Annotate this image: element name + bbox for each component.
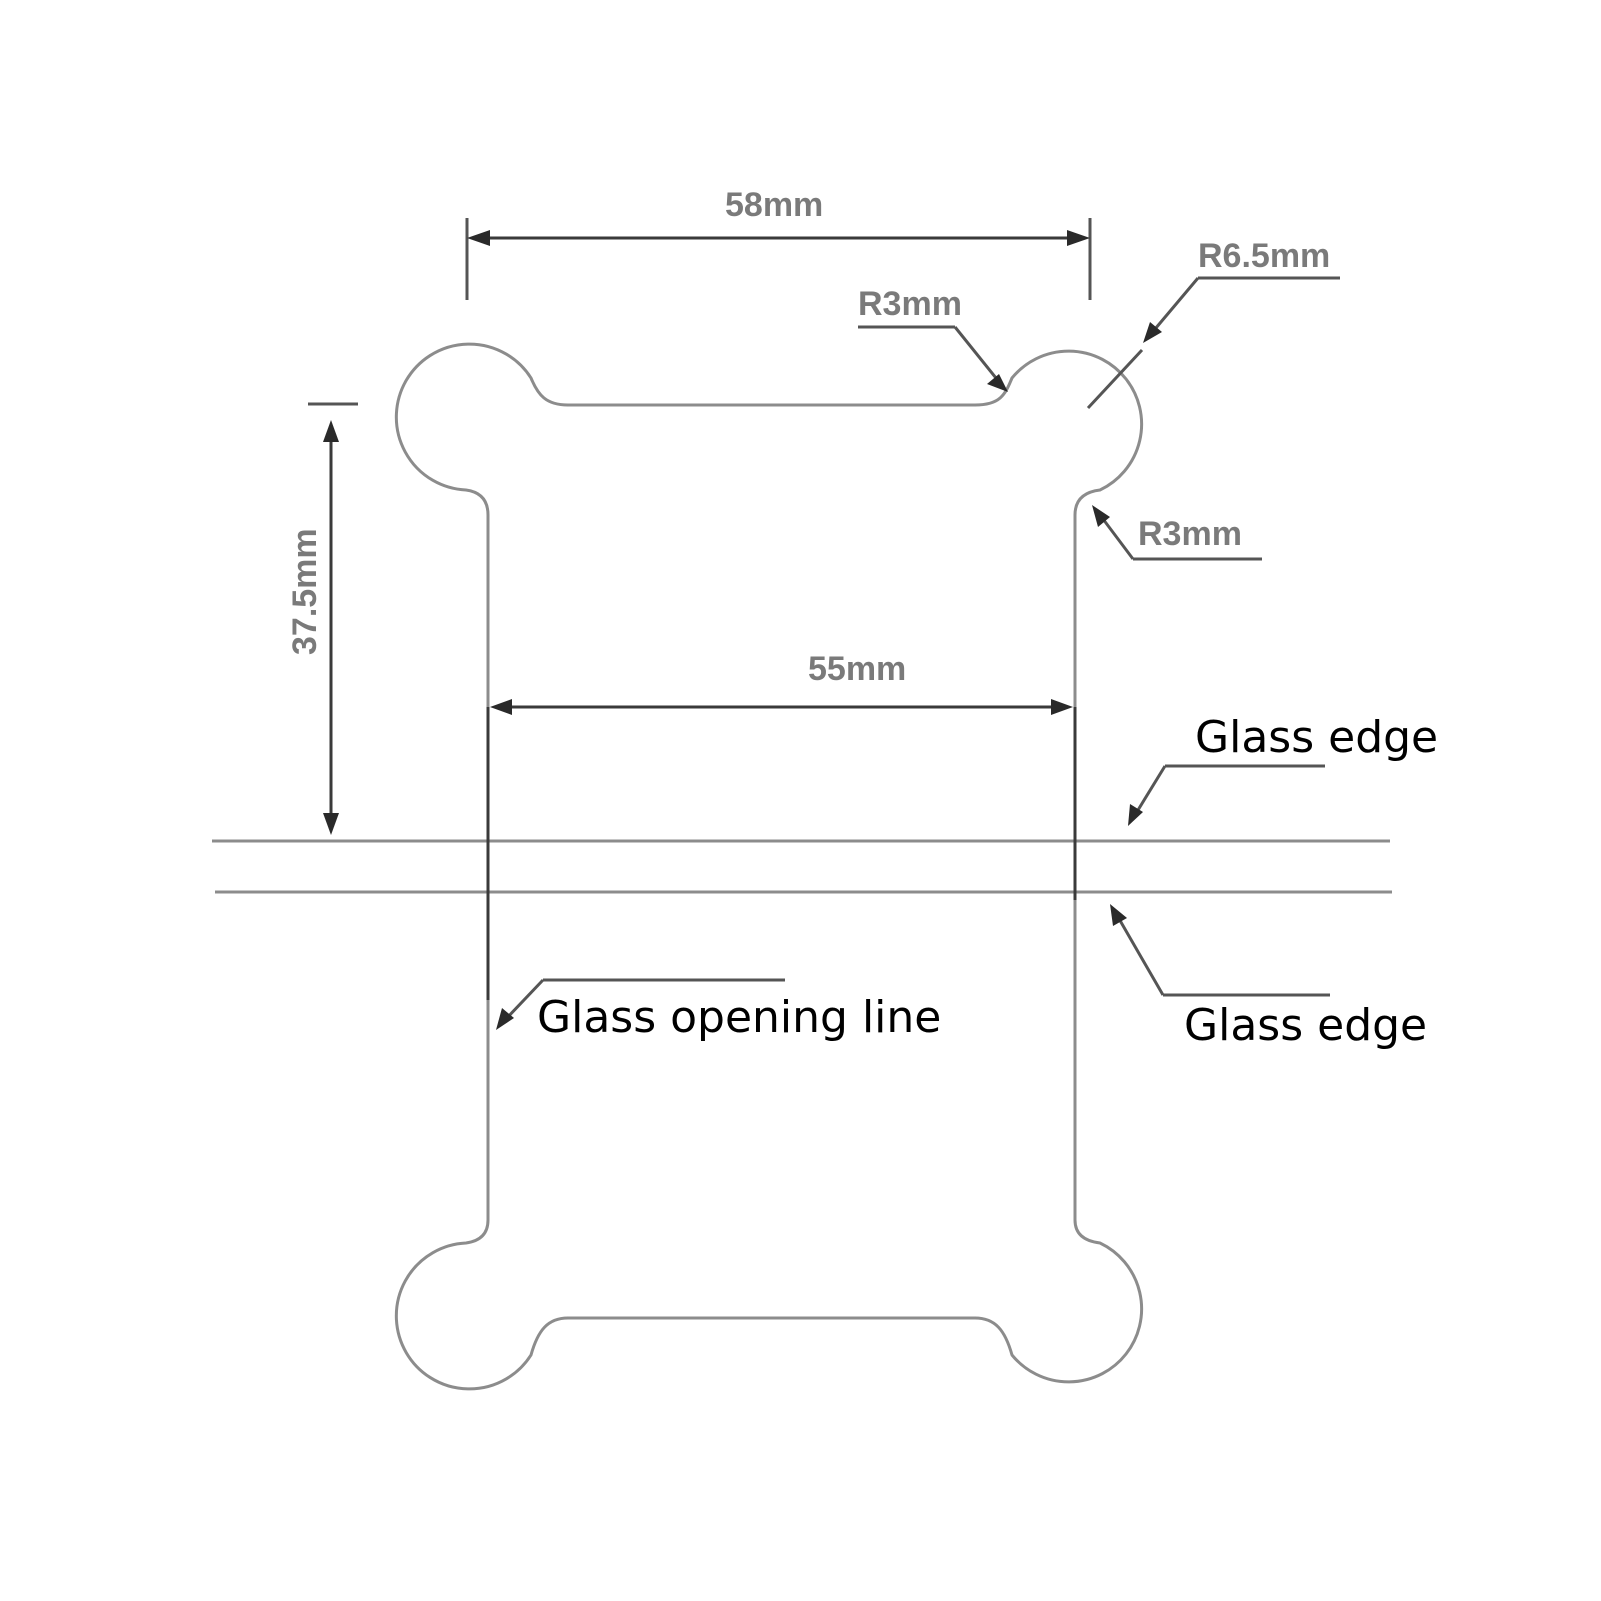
dim-55-label: 55mm <box>808 650 906 688</box>
glass-edge-bottom-label: Glass edge <box>1184 1000 1427 1051</box>
glass-edge-top-arrow <box>1128 804 1143 826</box>
glass-edge-top-leader <box>1133 765 1167 816</box>
glass-opening-line-label: Glass opening line <box>537 992 941 1043</box>
dim-37-label: 37.5mm <box>286 528 324 655</box>
cutout-outline <box>394 342 1144 1391</box>
r3-top-leader <box>953 326 1002 384</box>
dim-58-arrow-right <box>1067 230 1090 246</box>
dim-37-arrow-bottom <box>323 813 339 835</box>
dim-58-arrow-left <box>467 230 490 246</box>
r65-arrow <box>1143 322 1162 343</box>
r65-radius-line <box>1086 348 1144 410</box>
glass-edge-top-label: Glass edge <box>1195 712 1438 763</box>
opening-leader <box>503 978 545 1022</box>
dim-58-label: 58mm <box>725 186 823 224</box>
r3-side-arrow <box>1092 505 1110 527</box>
dim-55-arrow-right <box>1051 699 1073 715</box>
r3-side-label: R3mm <box>1138 515 1242 553</box>
glass-edge-bottom-leader <box>1116 916 1165 996</box>
dim-55-arrow-left <box>490 699 512 715</box>
r65-leader <box>1148 277 1200 336</box>
r3-top-arrow <box>987 374 1008 392</box>
r65-label: R6.5mm <box>1198 237 1330 275</box>
opening-arrow <box>496 1008 514 1030</box>
glass-edge-bottom-arrow <box>1110 904 1127 926</box>
r3-top-label: R3mm <box>858 285 962 323</box>
r3-side-leader <box>1098 514 1135 560</box>
dim-37-arrow-top <box>323 420 339 442</box>
